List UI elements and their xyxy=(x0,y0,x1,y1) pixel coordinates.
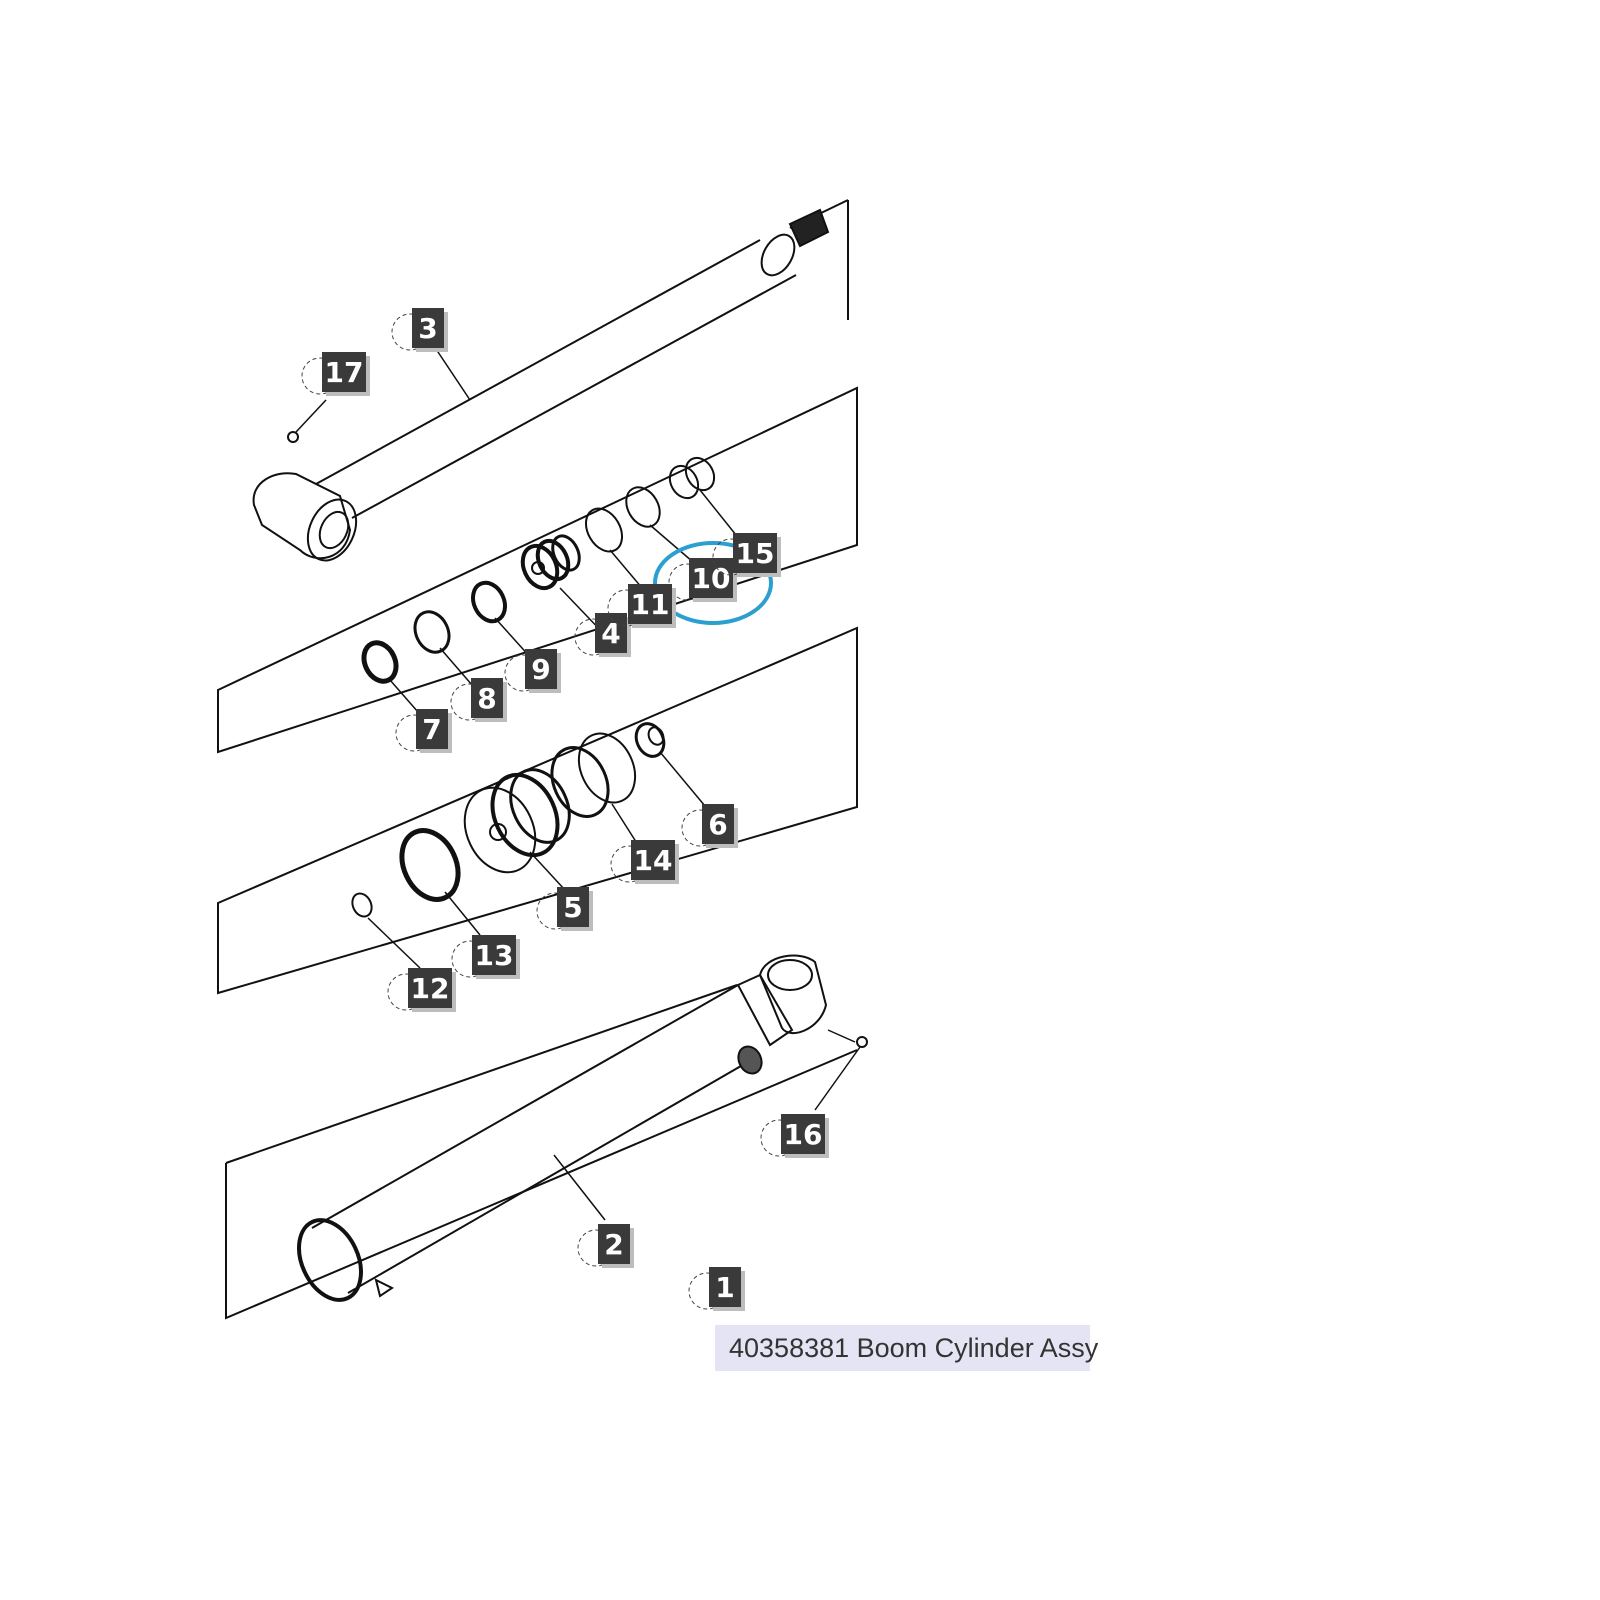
callout-7: 7 xyxy=(395,709,452,753)
callout-12: 12 xyxy=(387,968,456,1012)
ring-13 xyxy=(399,828,461,902)
callout-label-3: 3 xyxy=(418,312,437,345)
callout-16: 16 xyxy=(760,1114,829,1158)
callout-box-6 xyxy=(702,804,734,844)
callout-box-14 xyxy=(631,840,675,880)
callout-label-10: 10 xyxy=(692,562,731,595)
callout-label-11: 11 xyxy=(631,588,670,621)
piston-5 xyxy=(463,768,571,874)
frame-piston-group xyxy=(217,626,858,995)
callout-4: 4 xyxy=(574,613,631,657)
callout-box-11 xyxy=(628,584,672,624)
grease-fitting-16 xyxy=(856,1036,868,1048)
leader-lines xyxy=(295,339,861,1221)
wear-band-14 xyxy=(550,732,637,818)
callout-label-12: 12 xyxy=(411,972,450,1005)
seal-9 xyxy=(470,580,508,624)
nut-6 xyxy=(634,722,666,758)
grease-fitting-17 xyxy=(287,431,299,443)
callout-2: 2 xyxy=(577,1224,634,1268)
callout-label-8: 8 xyxy=(477,682,496,715)
callout-11: 11 xyxy=(607,584,676,628)
bushing-15 xyxy=(668,456,716,500)
callout-box-3 xyxy=(412,308,444,348)
seal-7 xyxy=(361,640,399,684)
callout-box-1 xyxy=(709,1267,741,1307)
piston-rod xyxy=(252,208,830,562)
callout-box-8 xyxy=(471,678,503,718)
callout-6: 6 xyxy=(681,804,738,848)
callout-5: 5 xyxy=(536,887,593,931)
callout-label-6: 6 xyxy=(708,808,727,841)
part-caption: 40358381 Boom Cylinder Assy xyxy=(715,1325,1098,1371)
callout-8: 8 xyxy=(450,678,507,722)
callout-label-17: 17 xyxy=(325,356,364,389)
callout-box-7 xyxy=(416,709,448,749)
callout-label-5: 5 xyxy=(563,891,582,924)
callout-1: 1 xyxy=(688,1267,745,1311)
callout-box-5 xyxy=(557,887,589,927)
callout-box-10 xyxy=(689,558,733,598)
callout-label-1: 1 xyxy=(715,1271,734,1304)
callout-box-16 xyxy=(781,1114,825,1154)
callout-label-2: 2 xyxy=(604,1228,623,1261)
callout-box-12 xyxy=(408,968,452,1008)
callout-9: 9 xyxy=(504,649,561,693)
callout-box-17 xyxy=(322,352,366,392)
callout-box-9 xyxy=(525,649,557,689)
gland-4 xyxy=(520,534,581,591)
callout-label-13: 13 xyxy=(475,939,514,972)
callout-box-4 xyxy=(595,613,627,653)
ring-10 xyxy=(625,486,661,528)
callout-label-7: 7 xyxy=(422,713,441,746)
cylinder-barrel xyxy=(297,954,828,1302)
callout-label-4: 4 xyxy=(601,617,620,650)
callout-box-2 xyxy=(598,1224,630,1264)
callout-15: 15 xyxy=(712,533,781,577)
callout-box-15 xyxy=(733,533,777,573)
ring-11 xyxy=(584,507,624,553)
seal-8 xyxy=(413,610,451,654)
callout-label-14: 14 xyxy=(634,844,673,877)
callout-14: 14 xyxy=(610,840,679,884)
callout-label-15: 15 xyxy=(736,537,775,570)
callout-label-9: 9 xyxy=(531,653,550,686)
callout-label-16: 16 xyxy=(784,1118,823,1151)
frame-barrel xyxy=(225,984,858,1320)
highlight-circle xyxy=(653,541,773,625)
callout-17: 17 xyxy=(301,352,370,396)
callout-13: 13 xyxy=(451,935,520,979)
callout-box-13 xyxy=(472,935,516,975)
callout-10: 10 xyxy=(668,558,737,602)
oring-12 xyxy=(351,892,373,918)
callout-3: 3 xyxy=(391,308,448,352)
